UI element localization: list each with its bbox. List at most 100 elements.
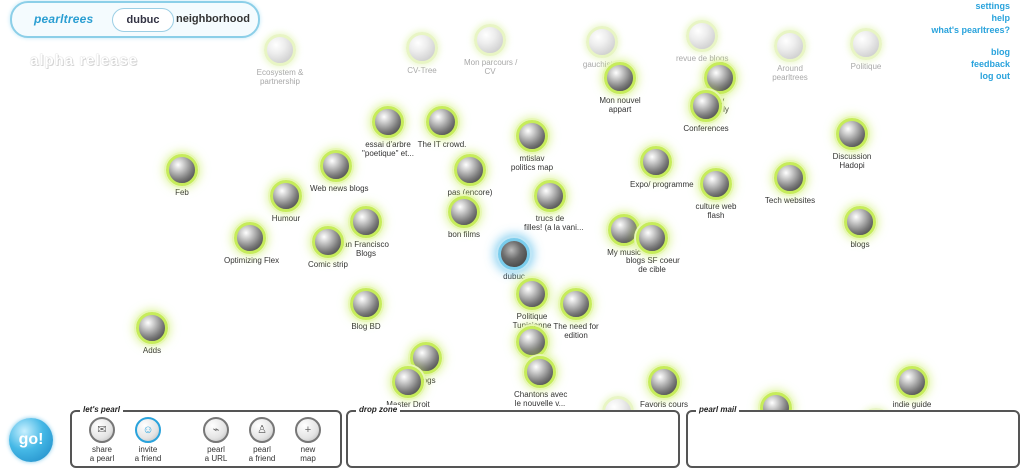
people-icon: ☺ [135, 417, 161, 443]
logout-link[interactable]: log out [980, 71, 1010, 81]
pearl-node[interactable]: indie guide [886, 366, 938, 409]
pearl-icon [270, 180, 302, 212]
help-link[interactable]: help [991, 13, 1010, 23]
blog-link[interactable]: blog [991, 47, 1010, 57]
settings-link[interactable]: settings [975, 1, 1010, 11]
pearl-node[interactable]: Master Droit [382, 366, 434, 409]
pearl-icon [372, 106, 404, 138]
pearl-node[interactable]: revue de blogs [676, 20, 728, 63]
pearl-icon [312, 226, 344, 258]
pearl-node[interactable]: Ecosystem &partnership [254, 34, 306, 86]
pearl-label: pas (encore) [447, 188, 493, 197]
pearl-node[interactable]: Blog BD [340, 288, 392, 331]
pearl-mail-panel[interactable]: pearl mail [686, 405, 1020, 468]
alpha-release-badge: alpha release [30, 52, 139, 69]
feedback-link[interactable]: feedback [970, 59, 1010, 69]
pearl-icon [166, 154, 198, 186]
pearl-node[interactable]: bon films [438, 196, 490, 239]
center-pearl[interactable]: dubuc [488, 238, 540, 281]
pearl-label: Expo/ programme [630, 180, 694, 189]
pearl-label: dubuc [503, 272, 525, 281]
pearltrees-logo[interactable]: pearltrees [34, 12, 94, 26]
drop-zone-panel[interactable]: drop zone [346, 405, 680, 468]
pearl-node[interactable]: Tech websites [764, 162, 816, 205]
pearl-label: Mon parcours /CV [464, 58, 518, 76]
pearl-node[interactable]: Mon parcours /CV [464, 24, 518, 76]
pearl-node[interactable]: e [506, 326, 558, 369]
pearl-node[interactable]: Web news blogs [310, 150, 369, 193]
pearl-node[interactable]: Expo/ programme [630, 146, 694, 189]
whats-pearltrees-link[interactable]: what's pearltrees? [931, 25, 1010, 35]
pearl-label: revue de blogs [676, 54, 729, 63]
pearl-node[interactable]: essai d'arbre"poetique" et... [362, 106, 414, 158]
pearl-label: Blog BD [351, 322, 381, 331]
pearl-node[interactable]: pas (encore) [444, 154, 496, 197]
user-links: blog feedback log out [971, 46, 1010, 82]
pearl-icon [516, 278, 548, 310]
pearl-label: Politique [850, 62, 882, 71]
view-label: neighborhood [176, 13, 250, 25]
breadcrumb-user[interactable]: dubuc [112, 8, 174, 32]
envelope-icon: ✉ [89, 417, 115, 443]
pearl-icon [454, 154, 486, 186]
pearl-node[interactable]: Optimizing Flex [224, 222, 280, 265]
pearl-icon [774, 162, 806, 194]
pearl-icon [586, 26, 618, 58]
pearl-node[interactable]: PolitiqueTunisienne [506, 278, 558, 330]
pearl-node[interactable]: gauchistes [576, 26, 628, 69]
pearl-icon [896, 366, 928, 398]
pearl-node[interactable]: The IT crowd. [416, 106, 468, 149]
pearl-label: Favoris cours [639, 400, 688, 409]
pearl-node[interactable]: CV-Tree [396, 32, 448, 75]
pearl-node[interactable]: Humour [260, 180, 312, 223]
pearl-icon [774, 30, 806, 62]
pearl-node[interactable]: Adds [126, 312, 178, 355]
pearl-label: gauchistes [582, 60, 622, 69]
pearl-label: Conferences [683, 124, 729, 133]
pearl-icon [648, 366, 680, 398]
pearl-node[interactable]: blogs [834, 206, 886, 249]
pearl-icon [836, 118, 868, 150]
pearl-node[interactable]: Feb [156, 154, 208, 197]
pearl-icon [498, 238, 530, 270]
pearl-icon [350, 288, 382, 320]
pearl-node[interactable]: Favoris cours [638, 366, 690, 409]
pearl-node[interactable]: Politique [840, 28, 892, 71]
pearl-icon [234, 222, 266, 254]
pearl-label: bon films [447, 230, 480, 239]
pearl-label: PolitiqueTunisienne [513, 312, 552, 330]
pearl-icon [700, 168, 732, 200]
pearl-node[interactable]: Comic strip [302, 226, 354, 269]
pearl-label: Optimizing Flex [224, 256, 280, 265]
pearl-label: Adds [142, 346, 162, 355]
person-icon: ♙ [249, 417, 275, 443]
pearl-icon [406, 32, 438, 64]
pearl-node[interactable]: Conferences [680, 90, 732, 133]
go-button[interactable]: go! [9, 418, 53, 462]
pearl-label: Tech websites [764, 196, 816, 205]
pearl-mail-title: pearl mail [696, 405, 740, 414]
